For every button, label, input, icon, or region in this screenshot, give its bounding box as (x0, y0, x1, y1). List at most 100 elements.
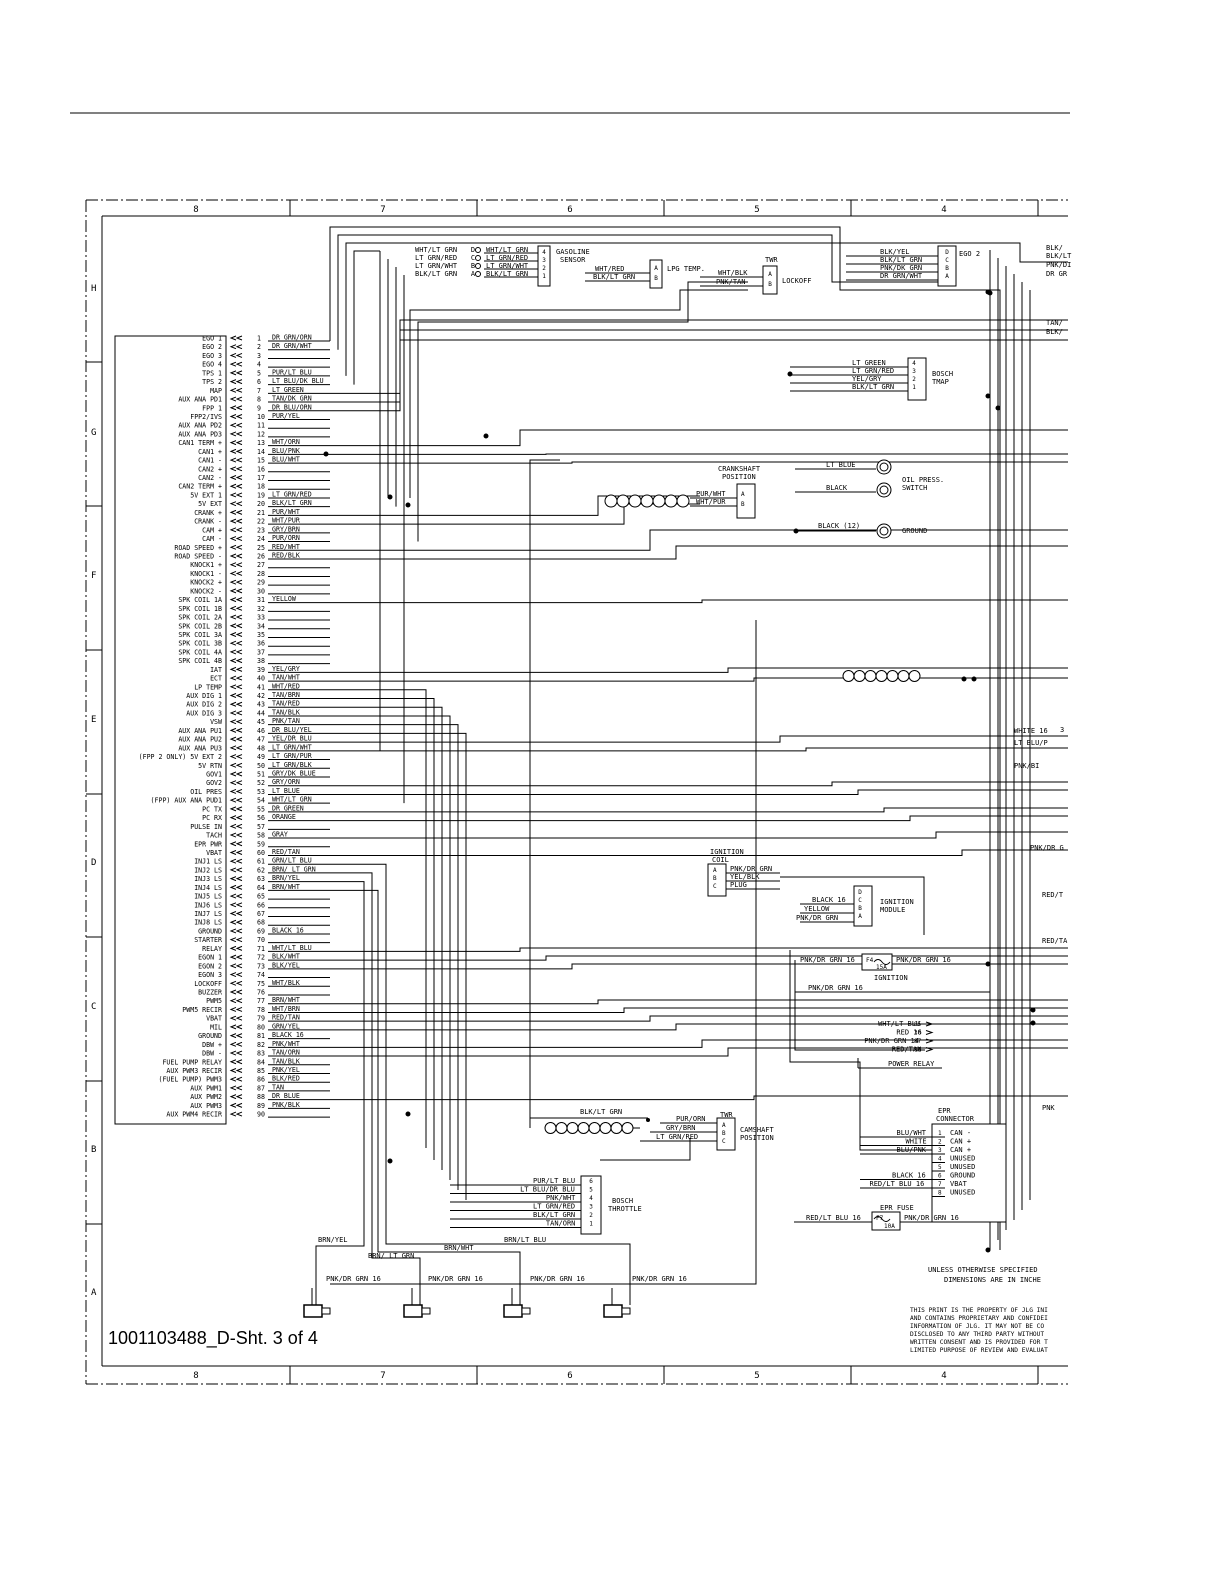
right-edge-wire-label: PNK/DR G (1030, 844, 1064, 852)
crankshaft-twisted-pair-icon (640, 494, 654, 508)
ego2-title: EGO 2 (959, 250, 980, 258)
grid-column-label: 4 (941, 1371, 946, 1381)
pin-chevron-icon (229, 614, 237, 620)
injector-wire: PNK/DR GRN 16 (632, 1275, 687, 1283)
connector-pin-letter: B (858, 905, 862, 912)
ignition-module-wire: YELLOW (804, 905, 830, 913)
ecm-pin-wire-color: BRN/ LT GRN (272, 865, 316, 873)
wire (330, 503, 700, 525)
pin-chevron-icon (235, 963, 243, 969)
pin-chevron-icon (229, 780, 237, 786)
injector-wire: PNK/DR GRN 16 (530, 1275, 585, 1283)
ecm-pin-label: IAT (210, 666, 222, 674)
injector-icon (603, 1304, 623, 1318)
pin-chevron-icon (229, 1033, 237, 1039)
ecm-pin-number: 35 (257, 631, 265, 639)
pin-chevron-icon (235, 352, 243, 358)
ecm-pin-wire-color: PUR/YEL (272, 412, 300, 420)
pin-chevron-icon (235, 544, 243, 550)
ecm-pin-label: EGO 4 (202, 361, 222, 369)
pin-chevron-icon (235, 492, 243, 498)
ecm-pin-number: 31 (257, 596, 265, 604)
ecm-pin-number: 57 (257, 823, 265, 831)
pin-chevron-icon (229, 570, 237, 576)
oil-press-wire: LT BLUE (826, 461, 856, 469)
pin-chevron-icon (229, 640, 237, 646)
note-unless-specified: UNLESS OTHERWISE SPECIFIED (928, 1266, 1038, 1274)
pin-chevron-icon (235, 1006, 243, 1012)
ecm-pin-wire-color: LT GRN/WHT (272, 743, 312, 751)
ground-wire: BLACK (12) (818, 522, 860, 530)
pin-chevron-icon (229, 850, 237, 855)
gasoline-sensor-connector (537, 245, 551, 287)
pin-chevron-icon (229, 588, 237, 594)
epr-fuse-rating: 10A (884, 1223, 895, 1230)
ecm-pin-number: 50 (257, 762, 265, 770)
pin-chevron-icon (235, 483, 243, 489)
sheet-border (85, 199, 1068, 1385)
ecm-pin-wire-color: BLACK 16 (272, 1031, 304, 1039)
ecm-pin-label: RELAY (202, 945, 222, 953)
pin-chevron-icon (229, 344, 237, 350)
wire (353, 250, 380, 385)
ecm-pin-label: OIL PRES (190, 788, 222, 796)
pin-chevron-icon (235, 815, 243, 821)
pin-chevron-icon (235, 518, 243, 524)
pin-chevron-icon (229, 666, 237, 672)
ecm-pin-wire-color: DR BLUE (272, 1092, 300, 1100)
pin-chevron-icon (235, 466, 243, 472)
wire (330, 689, 427, 1148)
ecm-pin-label: CRANK - (194, 518, 222, 526)
ecm-pin-number: 13 (257, 439, 265, 447)
camshaft-twisted-pair-icon (577, 1122, 590, 1134)
ecm-pin-label: 5V EXT (198, 500, 222, 508)
ignition-module-title: MODULE (880, 906, 905, 914)
ecm-pin-label: ECT (210, 675, 222, 683)
pin-chevron-icon (235, 1015, 243, 1021)
power-relay-pin: 30 (914, 1030, 922, 1037)
ignition-fuse-wire: PNK/DR GRN 16 (896, 956, 951, 964)
lockoff-title: LOCKOFF (782, 277, 812, 285)
ecm-pin-number: 1 (257, 335, 261, 343)
pin-chevron-icon (229, 632, 237, 637)
power-relay-pin: 86 (914, 1047, 922, 1054)
bosch-throttle-title: BOSCH (612, 1197, 633, 1205)
connector-pin-letter: B (654, 275, 658, 282)
pin-chevron-icon (229, 998, 237, 1004)
injector-icon (521, 1307, 531, 1315)
connector-pin-letter: B (713, 875, 717, 882)
pin-chevron-icon (229, 658, 237, 664)
epr-pin-name: UNUSED (950, 1155, 975, 1163)
ecm-pin-wire-color: GRN/LT BLU (272, 857, 312, 865)
ecm-pin-wire-color: WHT/ORN (272, 438, 300, 446)
ecm-pin-wire-color: TAN/DK GRN (272, 395, 312, 403)
pin-chevron-icon (229, 1111, 237, 1117)
ignition-coil-connector (707, 863, 727, 897)
ecm-pin-number: 24 (257, 535, 265, 543)
note-property: INFORMATION OF JLG. IT MAY NOT BE CO (910, 1323, 1044, 1330)
pin-chevron-icon (235, 876, 243, 882)
ecm-pin-number: 78 (257, 1006, 265, 1014)
connector-pin-number: 1 (542, 273, 546, 280)
ecm-pin-label: CAN1 TERM + (178, 439, 222, 447)
ecm-pin-label: AUX PWM4 RECIR (166, 1111, 222, 1119)
junction-dot (985, 393, 991, 399)
pin-chevron-icon (235, 736, 243, 742)
pin-chevron-icon (235, 919, 243, 925)
ecm-pin-label: AUX ANA PD3 (178, 430, 222, 438)
junction-dot (405, 502, 411, 508)
power-relay-wire: PNK/DR GRN 14 (864, 1037, 919, 1045)
pin-chevron-icon (229, 693, 237, 698)
ecm-pin-label: GROUND (198, 1032, 222, 1040)
pin-chevron-icon (229, 911, 237, 916)
ecm-pin-label: KNOCK2 - (190, 587, 222, 595)
power-relay-pin: 85 (914, 1021, 922, 1028)
oil-press-wire: BLACK (826, 484, 848, 492)
ecm-pin-number: 88 (257, 1093, 265, 1101)
wire (330, 781, 1068, 787)
ecm-pin-wire-color: BLK/RED (272, 1075, 300, 1083)
pin-chevron-icon (235, 1111, 243, 1117)
ecm-pin-wire-color: BRN/WHT (272, 996, 300, 1004)
ecm-pin-wire-color: WHT/PUR (272, 517, 300, 525)
